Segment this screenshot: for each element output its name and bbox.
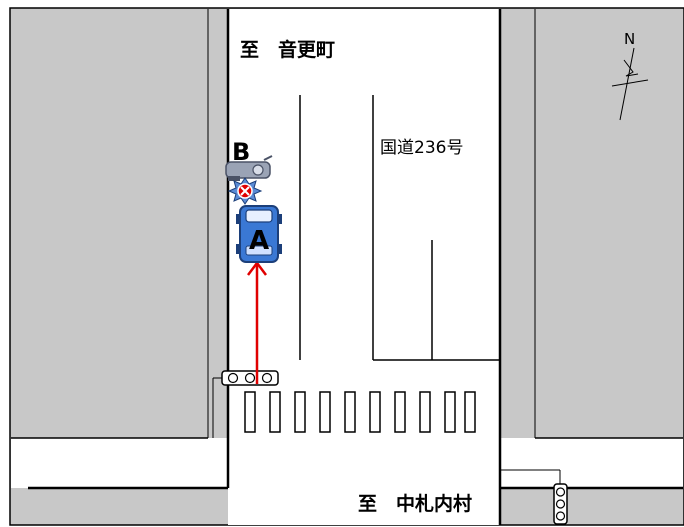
- crosswalk-stripe: [294, 391, 306, 433]
- road-east: [500, 438, 683, 488]
- road-west: [11, 438, 229, 488]
- road-name-label: 国道236号: [380, 138, 463, 158]
- south-destination-label: 至 中札内村: [358, 492, 472, 515]
- crosswalk-stripe: [394, 391, 406, 433]
- north-letter: N: [624, 30, 635, 48]
- north-arrow-icon: [611, 47, 649, 121]
- traffic-signal-icon: [553, 483, 568, 525]
- crosswalk: [244, 391, 476, 433]
- road-surfaces: [11, 9, 683, 525]
- traffic-signal-icon: [221, 370, 279, 386]
- crosswalk-stripe: [319, 391, 331, 433]
- road-north-south: [228, 9, 500, 525]
- car-icon: [236, 205, 282, 263]
- vehicle-a-label: A: [249, 226, 269, 256]
- crosswalk-stripe: [464, 391, 476, 433]
- crosswalk-stripe: [444, 391, 456, 433]
- crosswalk-stripe: [369, 391, 381, 433]
- vehicle-b-label: B: [232, 138, 250, 166]
- crosswalk-stripe: [269, 391, 281, 433]
- collision-mark-icon: [227, 177, 263, 205]
- north-destination-label: 至 音更町: [240, 38, 335, 61]
- crosswalk-stripe: [419, 391, 431, 433]
- motorcycle-icon: [225, 155, 273, 181]
- crosswalk-stripe: [344, 391, 356, 433]
- crosswalk-stripe: [244, 391, 256, 433]
- road-lines: [11, 9, 683, 525]
